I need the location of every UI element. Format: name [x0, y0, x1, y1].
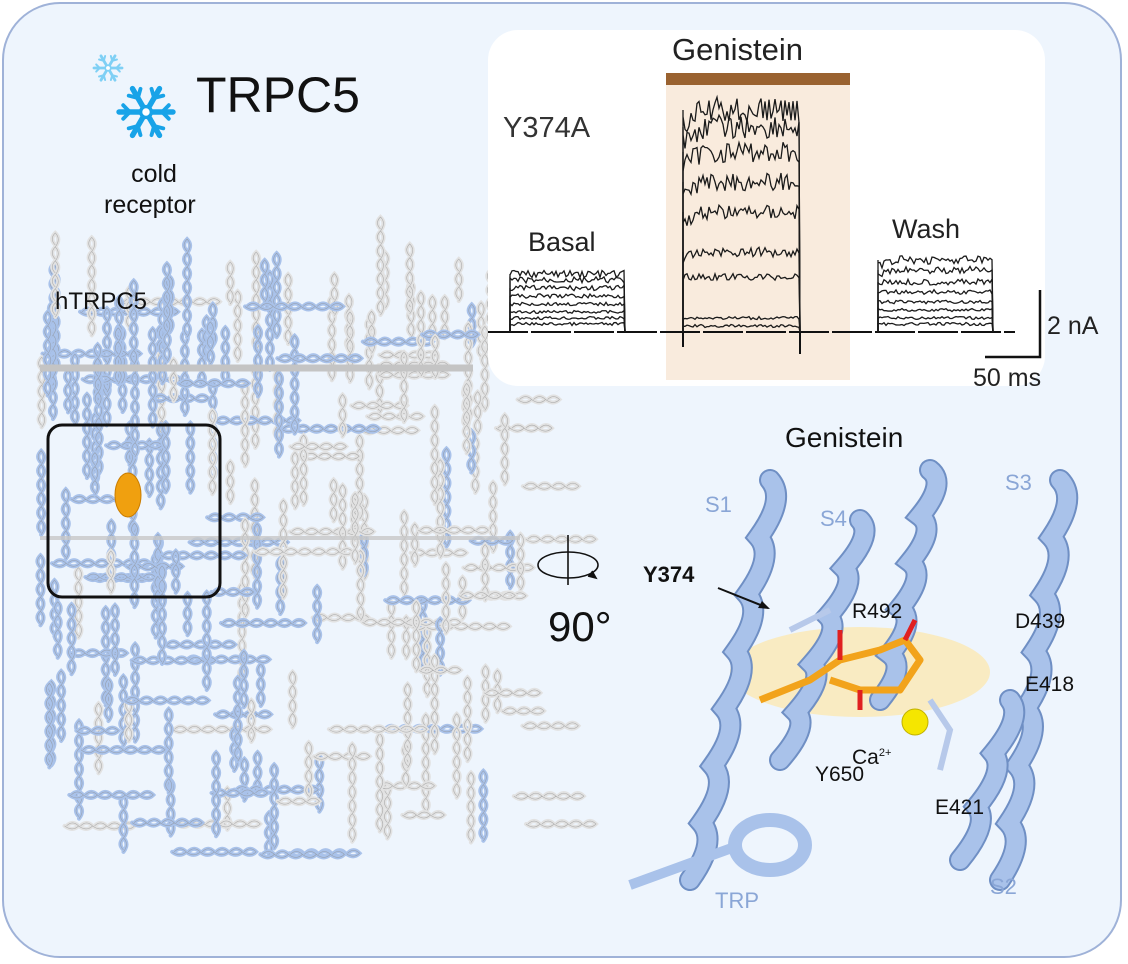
- genistein-trace: [682, 246, 801, 333]
- basal-trace: [509, 321, 626, 333]
- residue-d439: D439: [1015, 610, 1066, 633]
- residue-y650: Y650: [815, 763, 865, 786]
- rotation-icon: [537, 535, 599, 585]
- calcium-label: Ca2+: [852, 746, 891, 770]
- scale-time: 50 ms: [973, 364, 1042, 392]
- residue-y374: Y374: [643, 562, 695, 587]
- rotation-label: 90°: [548, 603, 612, 650]
- helix-s2: S2: [990, 874, 1017, 899]
- subtitle-line-2: receptor: [104, 191, 196, 219]
- helix-s4: S4: [820, 506, 847, 531]
- genistein-trace: [682, 271, 801, 333]
- protein-structure: [35, 214, 599, 860]
- compound-label: Genistein: [672, 32, 803, 67]
- closeup-title: Genistein: [785, 422, 904, 453]
- helix-s1: S1: [705, 492, 732, 517]
- mutant-label: Y374A: [503, 112, 591, 144]
- snowflake-icon-small: [92, 54, 124, 82]
- wash-trace: [877, 265, 994, 333]
- snowflake-icon-large: [116, 85, 176, 139]
- title: TRPC5: [196, 67, 360, 123]
- helix-s3: S3: [1005, 470, 1032, 495]
- binding-site-box: [46, 423, 222, 599]
- genistein-bar: [666, 73, 850, 85]
- wash-trace: [877, 276, 994, 333]
- genistein-trace: [682, 323, 801, 333]
- genistein-trace: [682, 203, 801, 333]
- subtitle-line-1: cold: [131, 160, 177, 188]
- basal-trace: [509, 309, 626, 333]
- wash-trace: [877, 299, 994, 333]
- basal-label: Basal: [528, 227, 596, 257]
- scale-bar: [985, 290, 1042, 359]
- wash-trace: [877, 321, 994, 333]
- ion-charge: 2+: [878, 747, 892, 759]
- basal-trace: [509, 301, 626, 333]
- structure-label: hTRPC5: [55, 288, 148, 315]
- residue-e418: E418: [1025, 673, 1075, 696]
- genistein-trace: [682, 113, 801, 333]
- basal-trace: [509, 275, 626, 333]
- wash-trace: [877, 307, 994, 333]
- wash-trace: [877, 315, 994, 333]
- basal-trace: [509, 315, 626, 333]
- scale-current: 2 nA: [1047, 312, 1099, 340]
- genistein-trace: [682, 140, 801, 333]
- genistein-trace: [682, 315, 801, 333]
- genistein-trace: [682, 94, 801, 333]
- basal-trace: [509, 269, 626, 333]
- basal-trace: [509, 292, 626, 333]
- binding-pocket-closeup: [628, 459, 1079, 891]
- helix-trp: TRP: [715, 888, 759, 913]
- genistein-trace: [682, 172, 801, 333]
- basal-trace: [509, 283, 626, 333]
- wash-trace: [877, 288, 994, 333]
- ion-symbol: Ca: [852, 746, 879, 769]
- wash-trace: [877, 255, 994, 333]
- residue-r492: R492: [852, 600, 903, 623]
- wash-label: Wash: [892, 214, 961, 244]
- residue-e421: E421: [935, 796, 985, 819]
- ligand-density: [114, 472, 142, 518]
- genistein-shade: [666, 85, 850, 380]
